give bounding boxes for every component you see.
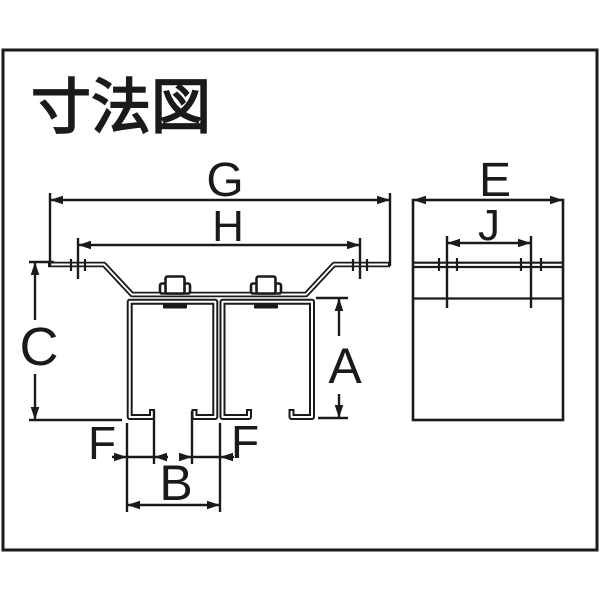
dim-label-F-left: F [88, 417, 116, 469]
left-bolt-nut [163, 303, 187, 309]
dim-E: E [413, 154, 563, 207]
dim-label-G: G [206, 154, 243, 207]
side-hole-marks [437, 258, 543, 271]
dim-F-left: F [88, 411, 168, 469]
dim-F-right: F [179, 411, 259, 468]
right-bolt-nut [254, 303, 278, 309]
dim-label-C: C [20, 317, 59, 377]
right-bolt [249, 275, 283, 309]
dim-label-E: E [479, 154, 511, 207]
dim-label-F-right: F [231, 416, 259, 468]
dim-label-J: J [478, 201, 500, 250]
dim-G: G [48, 154, 392, 266]
dim-label-B: B [159, 455, 192, 511]
dim-label-H: H [212, 202, 244, 251]
dim-H: H [76, 202, 362, 279]
side-view: E J [411, 154, 565, 422]
dim-A: A [316, 296, 362, 420]
flange-hole-marks [69, 259, 369, 271]
diagram-title: 寸法図 [31, 74, 211, 141]
dim-C: C [20, 260, 122, 422]
dim-J: J [445, 201, 533, 308]
front-section-view: G H C [20, 154, 392, 512]
left-rail-profile [126, 298, 219, 420]
side-view-body [411, 198, 565, 422]
diagram-frame [1, 48, 599, 552]
right-rail-profile [219, 298, 315, 420]
bracket-profile [48, 261, 390, 298]
left-bolt [158, 275, 192, 309]
dim-B: B [125, 423, 222, 512]
dim-label-A: A [328, 338, 362, 394]
